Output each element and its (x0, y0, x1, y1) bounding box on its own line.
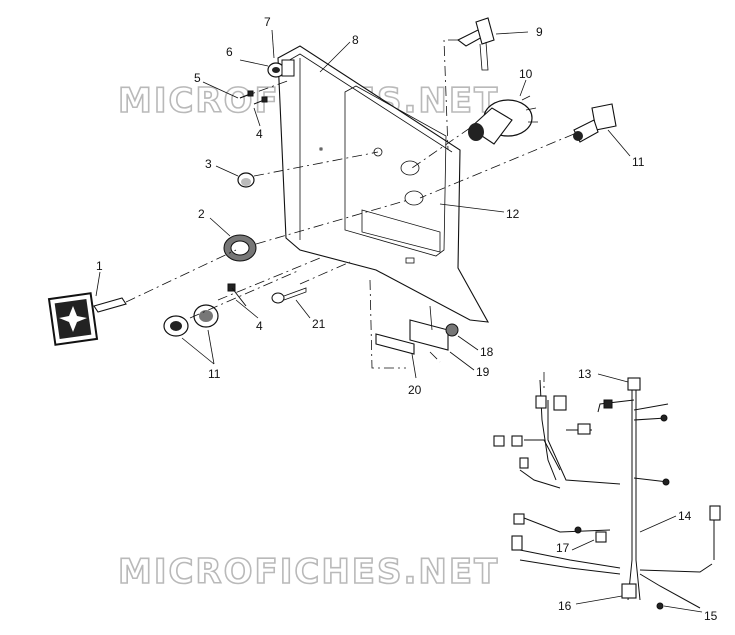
bezel-rings (163, 304, 219, 337)
callout-13: 13 (578, 367, 592, 381)
callout-7: 7 (264, 15, 271, 29)
callout-4-upper: 4 (256, 127, 263, 141)
callout-11-right: 11 (632, 155, 645, 169)
toggle-switch-9 (456, 17, 495, 71)
wiring-harness (493, 372, 721, 610)
bezel-nut (223, 234, 257, 262)
leader-lines (95, 29, 703, 613)
callout-6: 6 (226, 45, 233, 59)
callout-labels: 1 2 3 4 5 6 7 8 9 10 11 12 13 14 15 16 1… (96, 15, 718, 623)
callout-16: 16 (558, 599, 572, 613)
ignition-key (47, 292, 127, 346)
callout-8: 8 (352, 33, 359, 47)
callout-20: 20 (408, 383, 422, 397)
callout-17: 17 (556, 541, 570, 555)
callout-1: 1 (96, 259, 103, 273)
toggle-switch-11 (573, 103, 617, 143)
callout-18: 18 (480, 345, 494, 359)
watermark-bottom: MICROFICHES.NET (118, 552, 499, 592)
screw-lower (227, 283, 247, 307)
callout-12: 12 (506, 207, 520, 221)
callout-21: 21 (312, 317, 326, 331)
console-panel (277, 45, 489, 323)
alignment-lines (125, 39, 575, 369)
callout-11-lower: 11 (208, 367, 221, 381)
callout-4-lower: 4 (256, 319, 263, 333)
grommet (267, 59, 295, 78)
callout-9: 9 (536, 25, 543, 39)
callout-3: 3 (205, 157, 212, 171)
mounting-bolt (271, 287, 307, 304)
ignition-switch (468, 95, 538, 145)
hole-plug (237, 172, 255, 188)
callout-14: 14 (678, 509, 692, 523)
callout-2: 2 (198, 207, 205, 221)
callout-5: 5 (194, 71, 201, 85)
mount-brackets (375, 305, 459, 355)
callout-19: 19 (476, 365, 490, 379)
callout-10: 10 (519, 67, 533, 81)
callout-15: 15 (704, 609, 718, 623)
